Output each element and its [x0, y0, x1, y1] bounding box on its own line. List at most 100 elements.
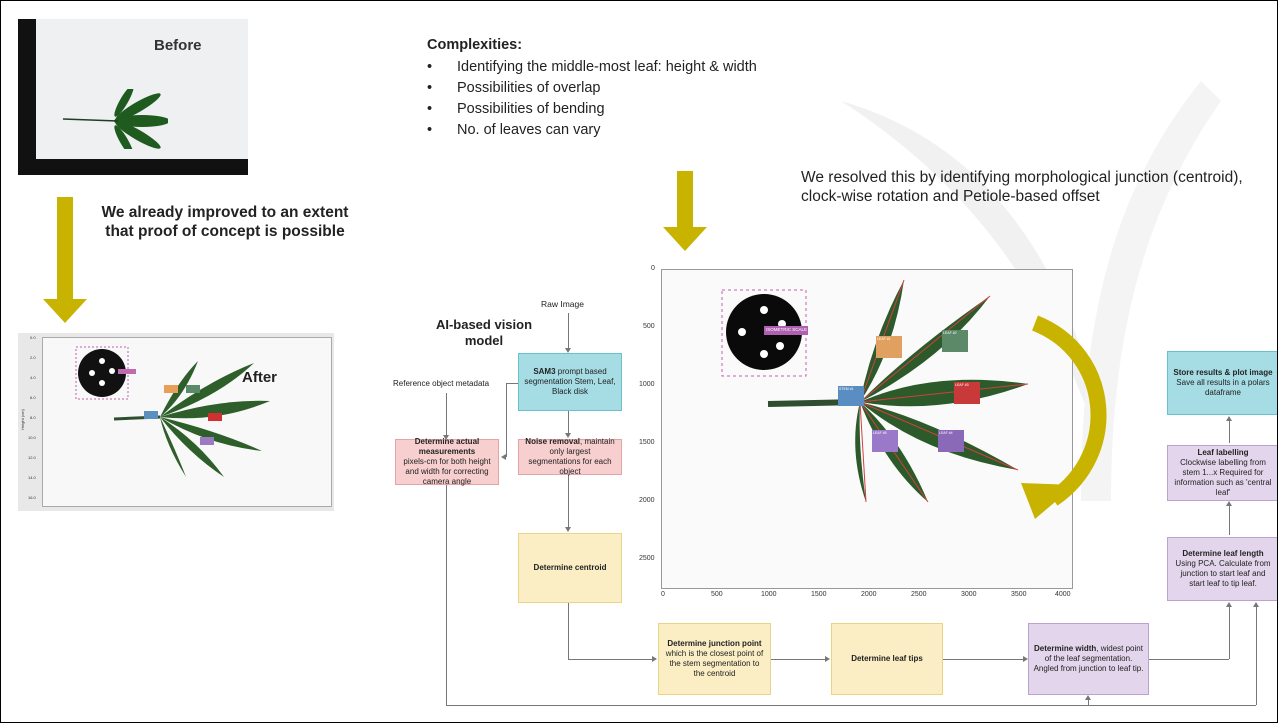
line-label-store [1229, 421, 1230, 443]
x-tick: 2000 [861, 591, 877, 598]
measure-box: Determine actual measurements pixels-cm … [395, 437, 499, 486]
junction-box: Determine junction point which is the cl… [658, 623, 771, 695]
x-tick: 1000 [761, 591, 777, 598]
small-y-tick-8: 16.0 [28, 495, 36, 500]
arrowhead [443, 435, 449, 440]
line-noise-centroid [568, 475, 569, 529]
arrowhead [565, 527, 571, 532]
x-tick: 3500 [1011, 591, 1027, 598]
result-plot-leaf [721, 279, 1029, 503]
tips-box: Determine leaf tips [831, 623, 943, 695]
leaf-label: LEAF #3 [955, 383, 969, 387]
arrowhead [1226, 416, 1232, 421]
complexity-item: •Identifying the middle-most leaf: heigh… [427, 59, 757, 75]
x-tick: 2500 [911, 591, 927, 598]
resolved-text: We resolved this by identifying morpholo… [801, 169, 1243, 205]
line-tips-width [943, 659, 1023, 660]
measure-title: Determine actual measurements [414, 437, 480, 456]
result-plot [661, 269, 1073, 589]
length-title: Determine leaf length [1182, 549, 1264, 558]
y-tick: 500 [643, 323, 655, 330]
labelling-title: Leaf labelling [1197, 448, 1249, 457]
ref-meta-label: Reference object metadata [393, 379, 490, 388]
line-junction-tips [771, 659, 825, 660]
junction-title: Determine junction point [667, 639, 762, 648]
noise-desc: , maintain only largest segmentations fo… [528, 437, 615, 476]
arrowhead [565, 348, 571, 353]
y-tick: 1000 [639, 381, 655, 388]
small-y-tick-5: 10.0 [28, 435, 36, 440]
line-bottom-h [446, 705, 1256, 706]
leaf-label: LEAF #1 [877, 337, 891, 341]
line-centroid-junction [568, 659, 652, 660]
arrowhead [565, 433, 571, 438]
line-width-length-h [1149, 659, 1229, 660]
line-length-label [1229, 505, 1230, 535]
complexities-list: •Identifying the middle-most leaf: heigh… [427, 57, 757, 141]
width-desc: , widest point of the leaf segmentation.… [1033, 644, 1144, 673]
x-tick: 1500 [811, 591, 827, 598]
arrowhead [825, 656, 830, 662]
line-width-length-v [1229, 607, 1230, 659]
raw-image-label: Raw Image [541, 299, 584, 309]
measure-desc: pixels-cm for both height and width for … [403, 457, 491, 486]
arrow-down-left-shaft [57, 197, 73, 301]
arrowhead [1226, 501, 1232, 506]
line-sam-measure-h [506, 383, 518, 384]
arrow-down-mid-head [663, 227, 707, 251]
small-y-tick-0: 0.0 [30, 335, 36, 340]
x-tick: 0 [661, 591, 665, 598]
length-desc: Using PCA. Calculate from junction to st… [1175, 559, 1271, 588]
x-tick: 3000 [961, 591, 977, 598]
arrowhead [1085, 695, 1091, 700]
leaf-label: LEAF #4 [939, 431, 953, 435]
leaf-label: LEAF #5 [873, 431, 887, 435]
sam-desc: prompt based segmentation Stem, Leaf, Bl… [524, 367, 616, 396]
after-label: After [242, 369, 278, 386]
rotation-arrow [1021, 315, 1107, 519]
complexity-item: •Possibilities of overlap [427, 80, 601, 96]
line-width-down [1088, 697, 1089, 705]
arrowhead [1023, 656, 1028, 662]
leaf-icon [62, 89, 168, 149]
noise-title: Noise removal [525, 437, 580, 446]
before-label: Before [154, 37, 202, 54]
junction-desc: which is the closest point of the stem s… [665, 649, 764, 678]
leaf-label: LEAF #2 [943, 331, 957, 335]
width-box: Determine width, widest point of the lea… [1028, 623, 1149, 695]
complexity-item: •No. of leaves can vary [427, 122, 601, 138]
line-sam-measure-v [506, 383, 507, 457]
disk-label: ISOMETRIC SCALE [766, 327, 808, 332]
after-plot: 0.0 2.0 4.0 6.0 8.0 10.0 12.0 14.0 16.0 … [18, 333, 334, 511]
ai-model-label: AI-based vision model [435, 317, 533, 349]
line-centroid-down [568, 603, 569, 659]
arrowhead [1226, 602, 1232, 607]
arrowhead [652, 656, 657, 662]
store-desc: Save all results in a polars dataframe [1176, 378, 1270, 397]
y-tick: 0 [651, 265, 655, 272]
after-leaf [75, 346, 270, 477]
ruler-left [18, 19, 36, 175]
arrow-down-left-head [43, 299, 87, 323]
before-photo: Before [18, 19, 248, 175]
small-y-axis-label: Height (cm) [19, 409, 25, 430]
y-tick: 1500 [639, 439, 655, 446]
y-tick: 2000 [639, 497, 655, 504]
improved-text: We already improved to an extent that pr… [101, 204, 349, 241]
line-ref-down [446, 393, 447, 437]
y-tick: 2500 [639, 555, 655, 562]
centroid-box: Determine centroid [518, 533, 622, 603]
noise-box: Noise removal, maintain only largest seg… [518, 437, 622, 476]
store-box: Store results & plot image Save all resu… [1167, 351, 1277, 415]
complexity-item: •Possibilities of bending [427, 101, 605, 117]
small-y-tick-6: 12.0 [28, 455, 36, 460]
store-title: Store results & plot image [1173, 368, 1273, 377]
line-raw-sam [568, 313, 569, 351]
width-title: Determine width [1034, 644, 1097, 653]
labelling-desc: Clockwise labelling from stem 1...x Requ… [1174, 458, 1272, 497]
x-tick: 500 [711, 591, 723, 598]
small-y-tick-3: 6.0 [30, 395, 36, 400]
tips-title: Determine leaf tips [851, 654, 923, 663]
line-bottom-up [1256, 607, 1257, 705]
